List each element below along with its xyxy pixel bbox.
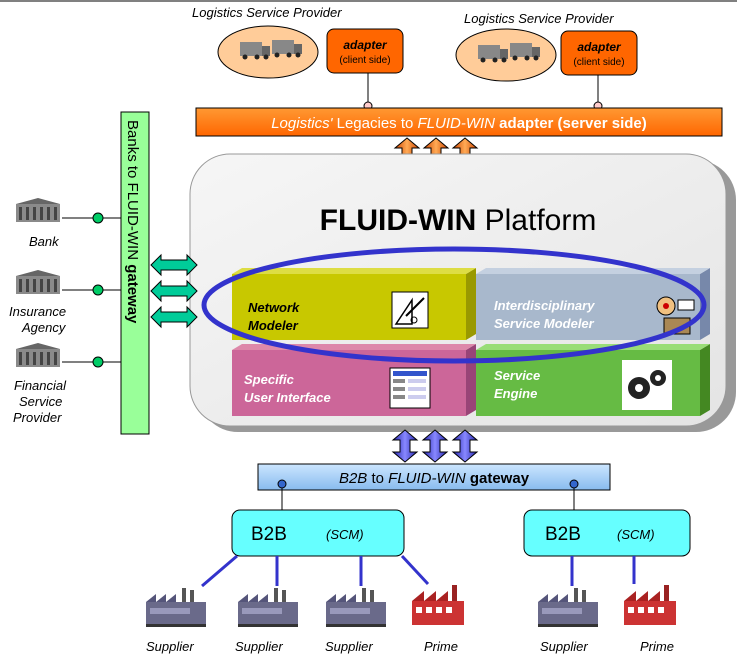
supplier-factory-icon bbox=[146, 588, 206, 627]
bank-label: Bank bbox=[29, 234, 60, 249]
b2b-gateway-bar bbox=[257, 463, 611, 491]
highlight-ellipse bbox=[201, 246, 707, 364]
factory-label: Supplier bbox=[235, 639, 283, 654]
connector-node bbox=[92, 356, 104, 368]
factory-link bbox=[201, 554, 238, 588]
lsp-right-adapter-label: adapter bbox=[577, 40, 622, 54]
supplier-factory-icon bbox=[238, 588, 298, 627]
factory-label: Supplier bbox=[325, 639, 373, 654]
platform-title: FLUID-WIN Platform bbox=[320, 204, 597, 237]
insurance-label-1: Insurance bbox=[9, 304, 66, 319]
blue-double-arrow bbox=[451, 429, 479, 463]
module-ui-side bbox=[466, 344, 476, 416]
connector-node bbox=[92, 212, 104, 224]
prime-factory-icon bbox=[412, 585, 464, 625]
b2b-box-left bbox=[231, 509, 405, 557]
bank-building-icon bbox=[16, 198, 60, 222]
logistics-adapter-bar bbox=[195, 107, 723, 137]
module-inter-top bbox=[476, 268, 710, 274]
factory-label: Supplier bbox=[146, 639, 194, 654]
banks-gateway-bar bbox=[120, 111, 150, 435]
insurance-label-2: Agency bbox=[21, 320, 67, 335]
factory-link bbox=[400, 554, 430, 586]
lsp-right-title: Logistics Service Provider bbox=[464, 11, 614, 26]
blue-double-arrow bbox=[421, 429, 449, 463]
network-modeler-label-2: Modeler bbox=[248, 318, 299, 333]
service-engine-label-2: Engine bbox=[494, 386, 537, 401]
lsp-left-adapter-label: adapter bbox=[343, 38, 388, 52]
interdisciplinary-label-1: Interdisciplinary bbox=[494, 298, 595, 313]
module-engine-top bbox=[476, 344, 710, 350]
module-network-top bbox=[232, 268, 476, 274]
factory-label: Prime bbox=[424, 639, 458, 654]
lsp-right-adapter-sub: (client side) bbox=[573, 57, 624, 68]
supplier-factory-icon bbox=[326, 588, 386, 627]
form-icon bbox=[389, 367, 431, 409]
factory-label: Supplier bbox=[540, 639, 588, 654]
b2b-gateway-label: B2B to FLUID-WIN gateway bbox=[339, 470, 530, 487]
lsp-left-adapter bbox=[326, 28, 404, 74]
lsp-left-title: Logistics Service Provider bbox=[192, 5, 342, 20]
financial-label-3: Provider bbox=[13, 410, 62, 425]
teal-double-arrow bbox=[150, 253, 198, 277]
module-network-side bbox=[466, 268, 476, 340]
specific-ui-label-1: Specific bbox=[244, 372, 295, 387]
connector-node bbox=[569, 479, 579, 489]
b2b-left-name: B2B bbox=[251, 524, 287, 545]
factory-label: Prime bbox=[640, 639, 674, 654]
b2b-left-sub: (SCM) bbox=[326, 527, 364, 542]
lsp-right-adapter bbox=[560, 30, 638, 76]
logistics-adapter-label: Logistics' Legacies to FLUID-WIN adapter… bbox=[271, 115, 647, 132]
insurance-building-icon bbox=[16, 270, 60, 294]
lsp-left-adapter-sub: (client side) bbox=[339, 55, 390, 66]
gears-icon bbox=[622, 360, 672, 410]
specific-ui-label-2: User Interface bbox=[244, 390, 331, 405]
b2b-box-right bbox=[523, 509, 691, 557]
prime-factory-icon bbox=[624, 585, 676, 625]
blue-double-arrow bbox=[391, 429, 419, 463]
connector-node bbox=[277, 479, 287, 489]
financial-label-2: Service bbox=[19, 394, 62, 409]
financial-provider-building-icon bbox=[16, 343, 60, 367]
teal-double-arrow bbox=[150, 305, 198, 329]
connector-node bbox=[92, 284, 104, 296]
service-engine-label-1: Service bbox=[494, 368, 540, 383]
drafting-icon bbox=[391, 291, 429, 329]
supplier-factory-icon bbox=[538, 588, 598, 627]
network-modeler-label-1: Network bbox=[248, 300, 300, 315]
b2b-right-name: B2B bbox=[545, 524, 581, 545]
teal-double-arrow bbox=[150, 279, 198, 303]
banks-gateway-label: Banks to FLUID-WIN gateway bbox=[124, 120, 141, 324]
financial-label-1: Financial bbox=[14, 378, 67, 393]
interdisciplinary-label-2: Service Modeler bbox=[494, 316, 595, 331]
module-engine-side bbox=[700, 344, 710, 416]
b2b-right-sub: (SCM) bbox=[617, 527, 655, 542]
